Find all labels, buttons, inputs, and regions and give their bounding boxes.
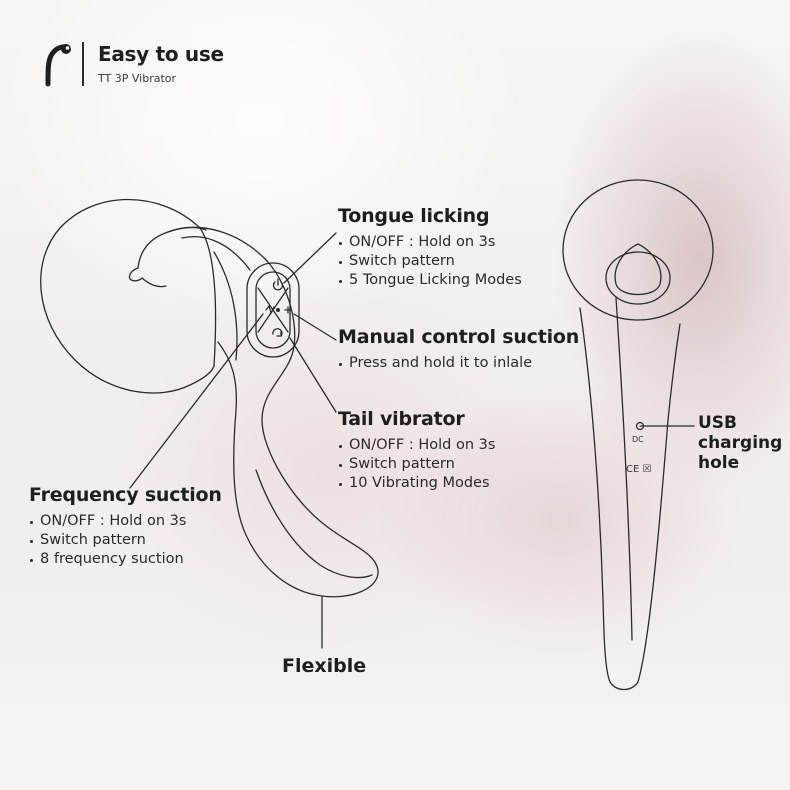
plus-icon <box>284 306 292 314</box>
callout-item: Switch pattern <box>338 455 495 474</box>
side-view-nozzle <box>614 243 662 296</box>
cycle-icon <box>272 328 283 337</box>
callout-item: ON/OFF : Hold on 3s <box>29 512 222 531</box>
control-panel-outline <box>246 262 300 358</box>
label-usb-charging-hole: USB charging hole <box>698 413 783 473</box>
side-view-handle <box>579 307 681 691</box>
callout-tongue-licking: Tongue licking ON/OFF : Hold on 3s Switc… <box>338 205 522 290</box>
side-view-nozzle-ring <box>605 251 671 305</box>
callout-item: 8 frequency suction <box>29 550 222 569</box>
leader-manual <box>293 313 337 341</box>
callout-title: Tongue licking <box>338 205 490 227</box>
callout-title: Manual control suction <box>338 326 580 348</box>
device-tail-edge <box>255 469 373 579</box>
product-name: TT 3P Vibrator <box>98 72 177 85</box>
callout-title: Frequency suction <box>29 484 222 506</box>
callout-item: Switch pattern <box>338 252 522 271</box>
wave-icon <box>265 304 275 315</box>
label-flexible: Flexible <box>282 655 367 677</box>
device-head-tip <box>128 267 143 282</box>
callout-tail-vibrator: Tail vibrator ON/OFF : Hold on 3s Switch… <box>338 408 495 493</box>
callout-frequency-suction: Frequency suction ON/OFF : Hold on 3s Sw… <box>29 484 222 569</box>
callout-manual-suction: Manual control suction Press and hold it… <box>338 326 579 373</box>
power-icon <box>272 278 284 291</box>
label-dc: DC <box>632 435 644 444</box>
center-dot-icon <box>276 308 280 312</box>
usb-port <box>635 421 645 431</box>
callout-item: ON/OFF : Hold on 3s <box>338 233 522 252</box>
leader-tongue <box>283 232 337 284</box>
device-head <box>137 226 207 269</box>
callout-item: ON/OFF : Hold on 3s <box>338 436 495 455</box>
header-divider <box>82 42 84 86</box>
brand-logo-icon <box>45 44 71 87</box>
device-body-inner <box>181 236 251 271</box>
label-ce-mark: CE ☒ <box>626 464 652 475</box>
callout-item: Press and hold it to inlale <box>338 354 579 373</box>
leader-frequency <box>129 313 264 489</box>
side-view-head <box>562 179 714 321</box>
callout-item: Switch pattern <box>29 531 222 550</box>
device-body-outline <box>167 226 379 598</box>
callout-title: Tail vibrator <box>338 408 465 430</box>
suction-cup-inner-rim <box>199 227 217 367</box>
page-title: Easy to use <box>98 42 224 66</box>
leader-tail <box>289 337 337 413</box>
callout-item: 10 Vibrating Modes <box>338 474 495 493</box>
callout-item: 5 Tongue Licking Modes <box>338 271 522 290</box>
suction-cup-outline <box>40 198 215 394</box>
